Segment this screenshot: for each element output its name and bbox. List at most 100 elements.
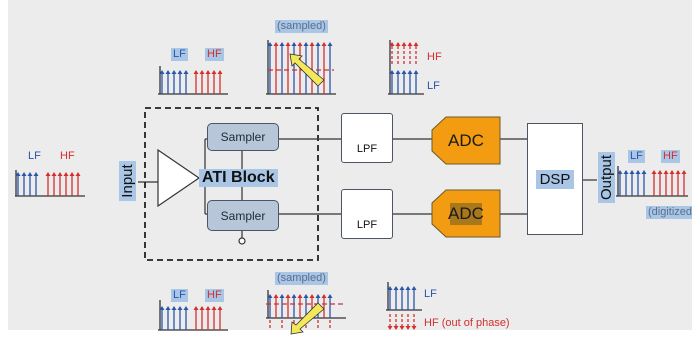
bottom-pre-hf-label: HF — [205, 289, 224, 302]
input-hf-arrowhead — [63, 172, 69, 176]
bottom-sampled-arrowhead — [321, 294, 327, 298]
output-hf-arrowhead — [681, 170, 687, 174]
input-lf-arrowhead — [27, 172, 33, 176]
top-pre-lf-arrowhead — [177, 70, 183, 74]
bottom-sampled-tag: (sampled) — [275, 272, 328, 285]
lpf-bottom-label: LPF — [356, 219, 378, 231]
bottom-pre-lf-arrowhead — [159, 306, 165, 310]
bottom-sampled-arrowhead — [315, 294, 321, 298]
input-spectrum-lf-label: LF — [28, 150, 41, 162]
output-lf-arrowhead — [641, 170, 647, 174]
ati-block-border — [144, 107, 319, 261]
top-post-lf-arrowhead — [407, 70, 413, 74]
top-post-lf-label: LF — [427, 80, 440, 92]
top-pre-hf-arrowhead — [217, 70, 223, 74]
top-post-lf-arrowhead — [413, 70, 419, 74]
top-sampled-arrowhead — [315, 42, 321, 46]
bottom-post-hf-arrowhead — [393, 326, 399, 330]
top-pre-lf-arrowhead — [159, 70, 165, 74]
top-sampled-arrowhead — [297, 42, 303, 46]
sampler-top: Sampler — [207, 123, 279, 151]
ati-block-label: ATI Block — [199, 169, 278, 187]
top-pre-hf-arrowhead — [211, 70, 217, 74]
bottom-post-lf-label: LF — [424, 288, 437, 300]
top-pre-lf-arrowhead — [165, 70, 171, 74]
adc-bottom-highlight — [450, 203, 482, 225]
bottom-post-hf-arrowhead — [405, 326, 411, 330]
output-lf-arrowhead — [623, 170, 629, 174]
top-post-hf-arrowhead — [407, 42, 413, 46]
lpf-top-label: LPF — [356, 143, 378, 155]
sampler-bottom-label: Sampler — [220, 208, 266, 223]
top-pre-hf-arrowhead — [193, 70, 199, 74]
adc-bottom: ADC — [436, 190, 500, 237]
bottom-post-lf-arrowhead — [399, 286, 405, 290]
input-hf-arrowhead — [51, 172, 57, 176]
top-sampled-arrowhead — [303, 42, 309, 46]
output-hf-arrowhead — [675, 170, 681, 174]
output-lf-arrowhead — [629, 170, 635, 174]
adc-top: ADC — [436, 117, 500, 164]
input-hf-arrowhead — [57, 172, 63, 176]
top-post-lf-arrowhead — [401, 70, 407, 74]
bottom-sampled-arrowhead — [273, 294, 279, 298]
input-lf-arrowhead — [21, 172, 27, 176]
top-sampled-arrowhead — [321, 42, 327, 46]
bottom-pre-lf-arrowhead — [171, 306, 177, 310]
dsp-block: DSP — [527, 123, 583, 235]
top-post-hf-label: HF — [427, 51, 442, 63]
left-margin — [0, 0, 8, 338]
output-spectrum-lf-label: LF — [628, 150, 645, 163]
top-pre-hf-label: HF — [205, 48, 224, 61]
bottom-sampled-arrowhead — [309, 294, 315, 298]
sampler-bottom: Sampler — [207, 200, 279, 231]
top-sampled-arrowhead — [285, 42, 291, 46]
bottom-pre-lf-arrowhead — [177, 306, 183, 310]
bottom-pre-lf-arrowhead — [183, 306, 189, 310]
bottom-post-lf-arrowhead — [387, 286, 393, 290]
top-post-lf-arrowhead — [389, 70, 395, 74]
amplifier-triangle — [157, 148, 201, 208]
top-pre-lf-arrowhead — [183, 70, 189, 74]
bottom-margin — [0, 330, 692, 338]
output-lf-arrowhead — [617, 170, 623, 174]
bottom-post-hf-arrowhead — [387, 326, 393, 330]
lpf-top: LPF — [341, 113, 393, 163]
bottom-post-hf-label: HF (out of phase) — [424, 317, 510, 329]
dsp-label: DSP — [535, 169, 575, 189]
bottom-pre-hf-arrowhead — [205, 306, 211, 310]
sampler-top-label: Sampler — [220, 130, 266, 144]
bottom-post-lf-arrowhead — [411, 286, 417, 290]
adc-top-shape — [431, 116, 501, 165]
bottom-pre-lf-arrowhead — [165, 306, 171, 310]
top-pre-lf-arrowhead — [171, 70, 177, 74]
top-post-hf-arrowhead — [395, 42, 401, 46]
top-post-hf-arrowhead — [401, 42, 407, 46]
bottom-sampled-arrowhead — [303, 294, 309, 298]
top-sampled-arrowhead — [309, 42, 315, 46]
adc-top-label: ADC — [448, 130, 484, 150]
bottom-sampled-arrowhead — [297, 294, 303, 298]
output-spectrum-hf-label: HF — [661, 150, 680, 163]
bottom-sampled-arrowhead — [285, 294, 291, 298]
input-hf-arrowhead — [75, 172, 81, 176]
input-hf-arrowhead — [45, 172, 51, 176]
output-hf-arrowhead — [663, 170, 669, 174]
top-post-lf-arrowhead — [395, 70, 401, 74]
top-pre-lf-label: LF — [171, 48, 188, 61]
top-sampled-arrowhead — [291, 42, 297, 46]
top-post-hf-arrowhead — [389, 42, 395, 46]
bottom-post-hf-arrowhead — [399, 326, 405, 330]
input-spectrum-hf-label: HF — [60, 150, 75, 162]
bottom-sampled-arrowhead — [327, 294, 333, 298]
clock-input-pin — [238, 237, 246, 245]
bottom-post-hf-arrowhead — [411, 326, 417, 330]
output-hf-arrowhead — [651, 170, 657, 174]
bottom-sampled-arrowhead — [267, 294, 273, 298]
top-sampled-tag: (sampled) — [275, 20, 328, 33]
output-hf-arrowhead — [669, 170, 675, 174]
output-hf-arrowhead — [657, 170, 663, 174]
